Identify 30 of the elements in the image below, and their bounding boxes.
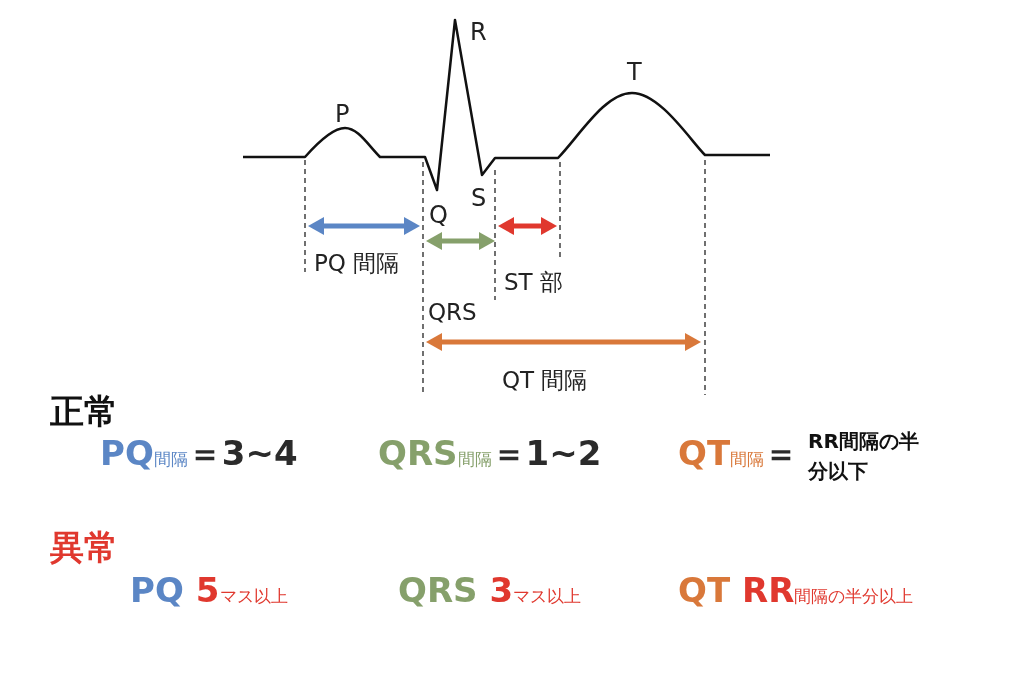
- label-text: 5: [195, 573, 220, 607]
- label-text: T: [627, 57, 642, 88]
- label-text: Q: [429, 200, 448, 231]
- label-text: RR: [742, 573, 795, 607]
- label-text: QT 間隔: [502, 366, 588, 395]
- label-text: マス以上: [219, 588, 288, 605]
- label-text: 間隔: [730, 451, 765, 468]
- label-text: RR間隔の半分以下: [808, 428, 920, 485]
- label-text: P: [335, 99, 350, 130]
- label-text: 間隔: [153, 451, 188, 468]
- label-text: 3: [489, 573, 514, 607]
- label-text: ＝1~2: [491, 436, 602, 470]
- label-text: QT: [678, 436, 731, 470]
- label-text: QRS: [378, 436, 458, 470]
- label-text: ST 部: [504, 268, 563, 297]
- section-heading: 正常: [50, 390, 118, 433]
- label-text: PQ 間隔: [314, 249, 400, 278]
- label-text: S: [471, 183, 487, 214]
- label-text: QRS: [398, 573, 478, 607]
- label-text: マス以上: [513, 588, 582, 605]
- label-text: QRS: [428, 298, 477, 327]
- label-text: R: [470, 17, 487, 48]
- section-heading: 異常: [50, 526, 118, 569]
- label-text: 間隔: [457, 451, 492, 468]
- label-text: QT: [678, 573, 731, 607]
- label-text: ＝: [764, 436, 799, 470]
- label-text: ＝3~4: [187, 436, 298, 470]
- label-text: 間隔の半分以上: [794, 588, 914, 605]
- label-text: PQ: [130, 573, 184, 607]
- label-text: PQ: [100, 436, 154, 470]
